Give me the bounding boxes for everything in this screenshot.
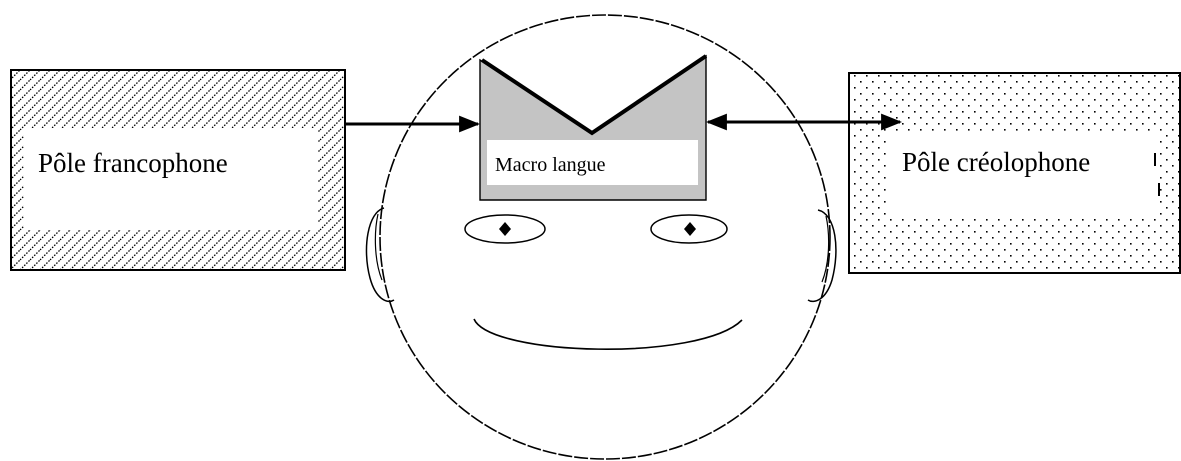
left-pole-box: Pôle francophone bbox=[10, 69, 346, 271]
right-pole-box: Pôle créolophone bbox=[848, 72, 1181, 274]
macro-langue-box: Macro langue bbox=[479, 54, 708, 201]
left-ear-icon bbox=[365, 207, 395, 303]
left-pole-label: Pôle francophone bbox=[38, 148, 228, 178]
smile-mouth-icon bbox=[473, 318, 743, 350]
left-ear-inner-icon bbox=[374, 213, 383, 281]
right-ear-inner-icon bbox=[821, 215, 830, 283]
cursor-mark bbox=[1154, 153, 1160, 196]
right-ear-icon bbox=[807, 209, 837, 303]
macro-langue-label: Macro langue bbox=[495, 154, 606, 176]
left-eye-icon bbox=[464, 214, 546, 244]
head-outline bbox=[379, 14, 831, 460]
right-eye-icon bbox=[650, 214, 728, 244]
right-pole-label: Pôle créolophone bbox=[902, 147, 1090, 177]
